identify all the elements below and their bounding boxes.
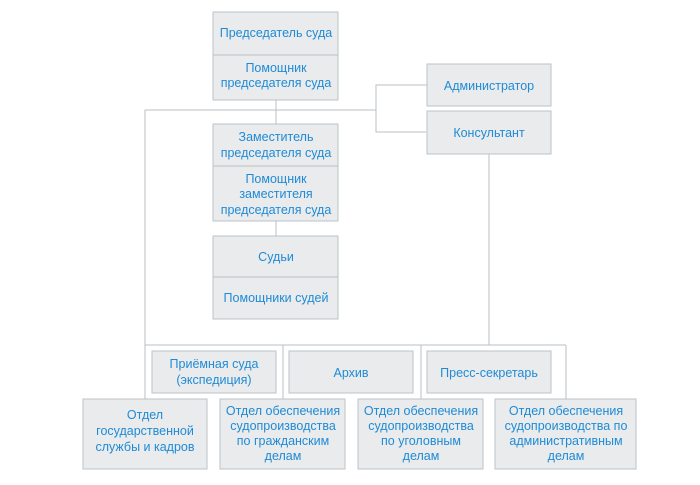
dept-civil-line3: по гражданским: [237, 434, 329, 448]
dept-admin-line1: Отдел обеспечения: [509, 404, 623, 418]
archive-label: Архив: [333, 366, 368, 380]
dept-criminal-line1: Отдел обеспечения: [364, 404, 478, 418]
chairman-assistant-line2: председателя суда: [221, 76, 332, 90]
reception-line1: Приёмная суда: [170, 357, 259, 371]
connectors: [144, 84, 567, 399]
dept-personnel-line3: службы и кадров: [95, 440, 194, 454]
dept-criminal-line3: по уголовным: [381, 434, 461, 448]
deputy-assistant-line2: заместителя: [239, 187, 312, 201]
deputy-assistant-line3: председателя суда: [221, 203, 332, 217]
dept-civil-line4: делам: [265, 449, 302, 463]
dept-criminal-line2: судопроизводства: [368, 419, 474, 433]
dept-personnel-box: Отдел государственной службы и кадров: [82, 398, 208, 470]
judges-assistants-label: Помощники судей: [224, 291, 329, 305]
chairman-box: Председатель суда Помощник председателя …: [212, 11, 339, 101]
deputy-assistant-line1: Помощник: [245, 172, 307, 186]
press-secretary-label: Пресс-секретарь: [440, 366, 538, 380]
archive-box: Архив: [288, 350, 414, 394]
dept-admin-line3: административным: [509, 434, 622, 448]
deputy-box: Заместитель председателя суда Помощник з…: [212, 123, 339, 222]
dept-admin-box: Отдел обеспечения судопроизводства по ад…: [494, 398, 637, 470]
deputy-title-line2: председателя суда: [221, 146, 332, 160]
judges-box: Судьи Помощники судей: [212, 235, 339, 320]
connector-admin-branch: [375, 84, 428, 133]
reception-box: Приёмная суда (экспедиция): [151, 350, 277, 394]
administrator-box: Администратор: [426, 63, 552, 107]
dept-criminal-box: Отдел обеспечения судопроизводства по уг…: [357, 398, 484, 470]
reception-line2: (экспедиция): [176, 373, 251, 387]
dept-admin-line2: судопроизводства по: [505, 419, 628, 433]
deputy-title-line1: Заместитель: [239, 130, 314, 144]
dept-criminal-line4: делам: [403, 449, 440, 463]
dept-personnel-line1: Отдел: [127, 408, 163, 422]
consultant-label: Консультант: [453, 126, 525, 140]
dept-civil-line1: Отдел обеспечения: [226, 404, 340, 418]
press-secretary-box: Пресс-секретарь: [426, 350, 552, 394]
dept-civil-line2: судопроизводства: [230, 419, 336, 433]
dept-civil-box: Отдел обеспечения судопроизводства по гр…: [219, 398, 346, 470]
dept-personnel-line2: государственной: [96, 424, 194, 438]
administrator-label: Администратор: [444, 79, 534, 93]
dept-admin-line4: делам: [548, 449, 585, 463]
chairman-assistant-line1: Помощник: [245, 61, 307, 75]
chairman-title: Председатель суда: [220, 26, 333, 40]
consultant-box: Консультант: [426, 110, 552, 155]
judges-label: Судьи: [258, 250, 294, 264]
